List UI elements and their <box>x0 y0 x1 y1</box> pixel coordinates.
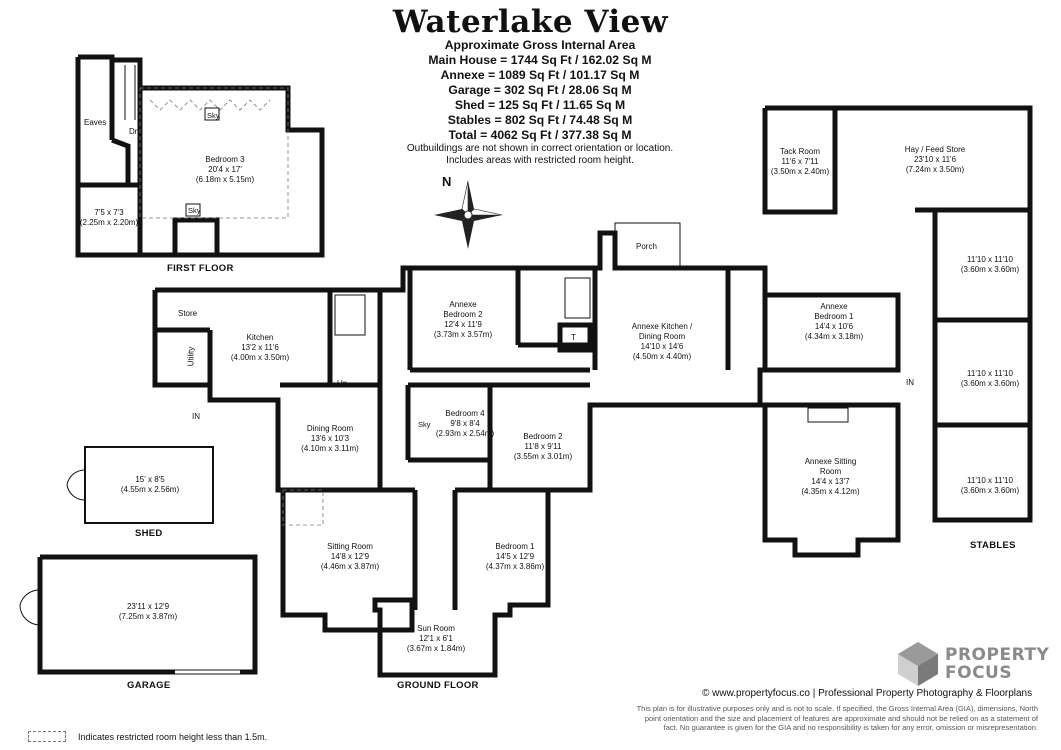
garage-label: GARAGE <box>127 680 171 691</box>
restricted-height-legend-swatch <box>28 731 66 742</box>
stables-label: STABLES <box>970 540 1016 551</box>
room-store: Store <box>178 309 198 318</box>
room-garage: 23'11 x 12'9 (7.25m x 3.87m) <box>118 602 178 621</box>
room-shed: 15' x 8'5 (4.55m x 2.56m) <box>120 475 180 494</box>
stairs-down-label: Dn <box>129 127 140 136</box>
area-total: Total = 4062 Sq Ft / 377.38 Sq M <box>448 128 632 142</box>
skylight-label: Sky <box>418 420 431 429</box>
garage-plan <box>19 554 258 675</box>
room-annexe-bedroom-1: Annexe Bedroom 1 14'4 x 10'6 (4.34m x 3.… <box>804 302 864 341</box>
room-bedroom-2: Bedroom 2 11'8 x 9'11 (3.55m x 3.01m) <box>513 432 573 461</box>
note-restricted: Includes areas with restricted room heig… <box>446 155 634 166</box>
room-first-floor-small: 7'5 x 7'3 (2.25m x 2.20m) <box>79 208 139 227</box>
room-annexe-bedroom-2: Annexe Bedroom 2 12'4 x 11'9 (3.73m x 3.… <box>433 300 493 339</box>
compass-rose-icon <box>434 180 503 249</box>
room-sitting: Sitting Room 14'8 x 12'9 (4.46m x 3.87m) <box>320 542 380 571</box>
area-shed: Shed = 125 Sq Ft / 11.65 Sq M <box>454 98 626 112</box>
room-eaves: Eaves <box>84 118 107 127</box>
room-bedroom-3: Bedroom 3 20'4 x 17' (6.18m x 5.15m) <box>195 155 255 184</box>
room-bedroom-1: Bedroom 1 14'5 x 12'9 (4.37m x 3.86m) <box>485 542 545 571</box>
area-garage: Garage = 302 Sq Ft / 28.06 Sq M <box>448 83 632 97</box>
note-outbuildings: Outbuildings are not shown in correct or… <box>406 143 674 154</box>
website-credit[interactable]: © www.propertyfocus.co | Professional Pr… <box>702 688 1033 699</box>
compass-north-label: N <box>442 174 452 189</box>
shed-label: SHED <box>135 528 163 539</box>
stairs-up-label: Up <box>337 379 348 388</box>
room-bedroom-4: Bedroom 4 9'8 x 8'4 (2.93m x 2.54m) <box>435 409 495 438</box>
entrance-annexe: IN <box>906 378 914 387</box>
area-stables: Stables = 802 Sq Ft / 74.48 Sq M <box>447 113 633 127</box>
stables-plan <box>762 105 1033 523</box>
stable-1: 11'10 x 11'10 (3.60m x 3.60m) <box>960 255 1020 274</box>
logo-line-1: PROPERTY <box>945 645 1050 665</box>
property-title: Waterlake View <box>392 4 669 40</box>
disclaimer: This plan is for illustrative purposes o… <box>636 704 1038 732</box>
ground-floor-label: GROUND FLOOR <box>397 680 479 691</box>
area-annexe: Annexe = 1089 Sq Ft / 101.17 Sq M <box>440 68 640 82</box>
restricted-height-legend: Indicates restricted room height less th… <box>78 732 268 742</box>
room-toilet: T <box>571 333 576 342</box>
room-tack: Tack Room 11'6 x 7'11 (3.50m x 2.40m) <box>770 147 830 176</box>
room-annexe-kitchen-dining: Annexe Kitchen / Dining Room 14'10 x 14'… <box>631 322 693 361</box>
room-annexe-sitting: Annexe Sitting Room 14'4 x 13'7 (4.35m x… <box>801 457 860 496</box>
skylight-label: Sky <box>188 206 201 215</box>
gia-subtitle: Approximate Gross Internal Area <box>444 38 636 52</box>
property-focus-logo-icon <box>898 642 938 686</box>
area-main-house: Main House = 1744 Sq Ft / 162.02 Sq M <box>428 53 652 67</box>
skylight-label: Sky <box>207 111 220 120</box>
entrance-main: IN <box>192 412 200 421</box>
room-dining: Dining Room 13'6 x 10'3 (4.10m x 3.11m) <box>301 424 359 453</box>
first-floor-label: FIRST FLOOR <box>167 263 234 274</box>
stable-3: 11'10 x 11'10 (3.60m x 3.60m) <box>960 476 1020 495</box>
room-porch: Porch <box>636 242 657 251</box>
first-floor-plan <box>75 54 325 258</box>
room-hay-feed-store: Hay / Feed Store 23'10 x 11'6 (7.24m x 3… <box>904 145 966 174</box>
stable-2: 11'10 x 11'10 (3.60m x 3.60m) <box>960 369 1020 388</box>
room-utility: Utility <box>186 346 196 367</box>
logo-line-2: FOCUS <box>945 663 1013 683</box>
room-sun: Sun Room 12'1 x 6'1 (3.67m x 1.84m) <box>406 624 466 653</box>
room-kitchen: Kitchen 13'2 x 11'6 (4.00m x 3.50m) <box>230 333 290 362</box>
shed-plan <box>66 446 214 524</box>
ground-floor-plan <box>152 222 901 678</box>
